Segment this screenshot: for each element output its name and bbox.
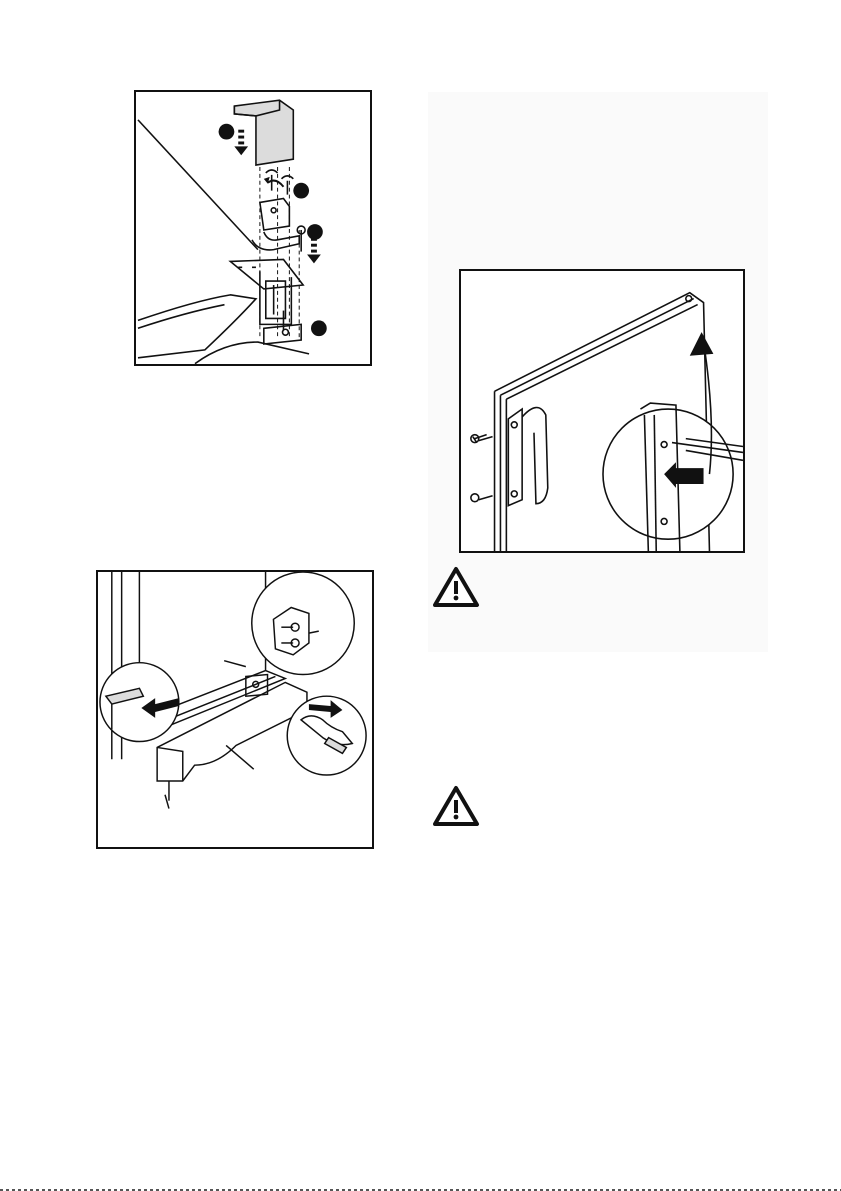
door-screw-fixing-figure xyxy=(459,269,745,553)
step-marker-1 xyxy=(219,124,235,140)
hinge-assembly-figure xyxy=(134,90,372,366)
step-marker-2 xyxy=(293,183,309,199)
plinth-installation-drawing xyxy=(98,572,372,847)
warning-1 xyxy=(432,566,480,608)
door-screw-fixing-drawing xyxy=(461,271,743,551)
warning-triangle-icon xyxy=(432,566,480,608)
plinth-installation-figure xyxy=(96,570,374,849)
step-marker-4 xyxy=(311,320,327,336)
step-marker-3 xyxy=(307,224,323,240)
warning-triangle-icon xyxy=(432,785,480,827)
hinge-assembly-drawing xyxy=(136,92,370,364)
warning-2 xyxy=(432,785,480,827)
